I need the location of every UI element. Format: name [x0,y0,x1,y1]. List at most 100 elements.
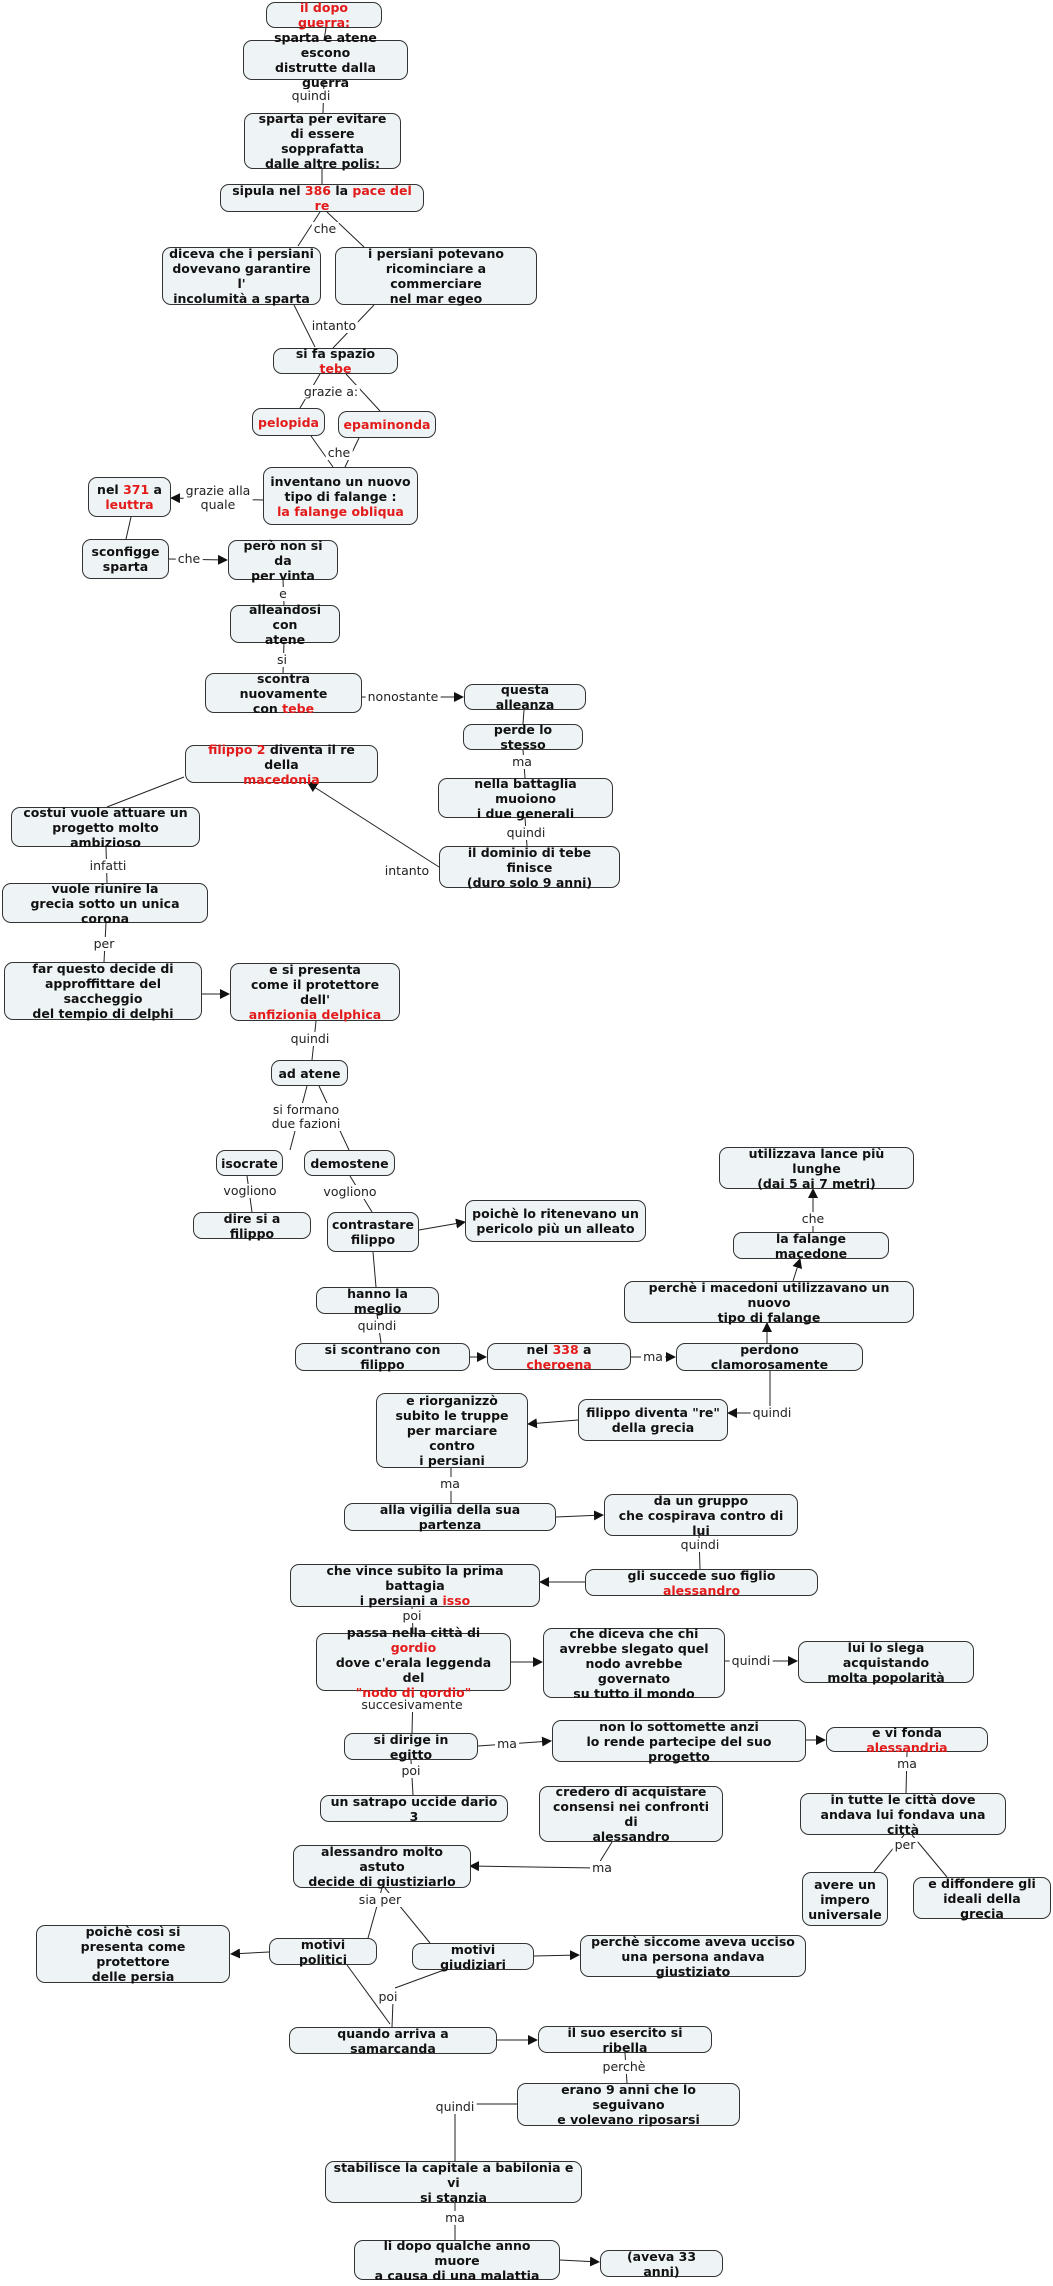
concept-node: perdono clamorosamente [676,1342,863,1372]
node-text: nel 371 a leuttra [97,482,162,512]
concept-node: motivi giudiziari [412,1942,534,1972]
node-text-segment: dove c'erala leggenda del [335,1654,492,1685]
node-text-segment: hanno la meglio [347,1285,408,1316]
concept-node: alla vigilia della sua partenza [344,1502,556,1532]
concept-node: perde lo stesso [463,722,583,752]
node-text-segment: diceva che i persiani dovevano garantire… [169,246,314,306]
node-text: (aveva 33 anni) [607,2249,716,2279]
node-text-segment: scontra nuovamente con [239,670,328,716]
link-label: ma [590,1860,614,1875]
node-text: si scontrano con filippo [302,1342,463,1372]
concept-node: nel 371 a leuttra [88,477,171,517]
link-label: succesivamente [359,1697,465,1712]
node-text: sconfigge sparta [92,544,160,574]
concept-node: un satrapo uccide dario 3 [320,1794,508,1824]
concept-node: i persiani potevano ricominciare a comme… [335,246,537,306]
concept-node: da un gruppo che cospirava contro di lui [604,1493,798,1538]
node-text: ad atene [279,1066,341,1081]
node-text-segment: il suo esercito si ribella [567,2024,683,2055]
node-text-segment: contrastare filippo [332,1217,414,1247]
concept-node: isocrate [216,1150,283,1176]
node-text-segment: stabilisce la capitale a babilonia e vi … [333,2159,574,2205]
concept-node: filippo diventa "re" della grecia [578,1399,728,1441]
node-text: e diffondere gli ideali della grecia [920,1876,1044,1921]
node-text-segment: nel [97,482,124,497]
concept-node: pelopida [252,408,325,436]
concept-node: sparta per evitare di essere sopprafatta… [244,111,401,171]
line-connector [106,776,185,808]
node-text-segment: perde lo stesso [493,722,553,752]
node-text: epaminonda [344,417,431,432]
node-text-segment: motivi politici [298,1936,348,1967]
concept-node: il dopo guerra: [266,0,382,30]
highlighted-term: anfizionia delphica [248,1007,382,1022]
node-text: da un gruppo che cospirava contro di lui [611,1493,791,1538]
highlighted-term: tebe [282,700,315,716]
link-label: quindi [504,825,548,840]
node-text: motivi giudiziari [419,1942,527,1972]
node-text-segment: alla vigilia della sua partenza [379,1502,521,1532]
link-label: infatti [87,858,129,873]
node-text-segment: non lo sottomette anzi lo rende partecip… [586,1718,772,1764]
concept-node: si dirige in egitto [344,1732,478,1762]
node-text-segment: e diffondere gli ideali della grecia [928,1875,1036,1921]
node-text-segment: demostene [310,1155,389,1171]
link-label: nonostante [365,689,441,704]
link-label: grazie alla quale [183,483,253,512]
link-label: si [275,652,289,667]
node-text: quando arriva a samarcanda [296,2026,490,2056]
node-text-segment: e vi fonda [872,1724,942,1740]
node-text: che vince subito la prima battagia i per… [297,1563,533,1608]
concept-node: costui vuole attuare un progetto molto a… [11,805,200,850]
concept-node: si fa spazio tebe [273,346,398,376]
link-label: ma [641,1349,665,1364]
node-text: e vi fonda alessandria [833,1725,981,1755]
highlighted-term: cheroena [526,1356,592,1372]
concept-node: vuole riunire la grecia sotto un unica c… [2,881,208,926]
link-label: vogliono [321,1184,379,1199]
line-connector [326,211,365,248]
link-label: ma [510,754,534,769]
node-text: non lo sottomette anzi lo rende partecip… [559,1719,799,1764]
node-text: però non si da per vinta [235,538,331,583]
concept-node: non lo sottomette anzi lo rende partecip… [552,1719,806,1764]
concept-node: che vince subito la prima battagia i per… [290,1563,540,1608]
node-text: e riorganizzò subito le truppe per marci… [383,1393,521,1468]
line-connector [323,27,327,41]
arrow-connector [555,1510,604,1521]
link-label: che [325,445,353,460]
concept-node: poichè così si presenta come protettore … [36,1924,230,1984]
node-text: si dirige in egitto [351,1732,471,1762]
node-text: filippo diventa "re" della grecia [586,1405,720,1435]
node-text-segment: che diceva che chi avrebbe slegato quel … [559,1625,709,1701]
node-text-segment: in tutte le città dove andava lui fondav… [820,1791,986,1837]
concept-node: lui lo slega acquistando molta popolarit… [798,1639,974,1685]
link-label: quindi [288,1031,332,1046]
highlighted-term: il dopo guerra: [297,0,351,30]
concept-node: epaminonda [338,411,436,438]
link-label: ma [443,2210,467,2225]
node-text: alessandro molto astuto decide di giusti… [300,1844,464,1889]
concept-node: però non si da per vinta [228,538,338,583]
node-text-segment: lui lo slega acquistando molta popolarit… [827,1639,945,1685]
link-label: vogliono [221,1183,279,1198]
node-text: contrastare filippo [332,1217,414,1247]
node-text: che diceva che chi avrebbe slegato quel … [550,1626,718,1701]
node-text: perde lo stesso [470,722,576,752]
node-text: utilizzava lance più lunghe (dai 5 ai 7 … [726,1146,907,1191]
concept-node: erano 9 anni che lo seguivano e volevano… [517,2082,740,2127]
node-text-segment: sparta e atene escono distrutte dalla gu… [274,30,377,90]
node-text: sparta e atene escono distrutte dalla gu… [250,30,401,90]
node-text: nel 338 a cheroena [494,1342,624,1372]
concept-node: nel 338 a cheroena [487,1342,631,1372]
node-text: il suo esercito si ribella [545,2025,705,2055]
highlighted-term: pelopida [258,414,319,430]
concept-node: contrastare filippo [327,1212,419,1252]
node-text: il dopo guerra: [273,0,375,30]
node-text-segment: credero di acquistare consensi nei confr… [552,1784,710,1844]
node-text-segment: utilizzava lance più lunghe (dai 5 ai 7 … [748,1145,885,1191]
node-text: avere un impero universale [808,1877,882,1922]
node-text-segment: quando arriva a samarcanda [337,2025,449,2056]
highlighted-term: macedonia [243,771,320,787]
concept-node: il suo esercito si ribella [538,2025,712,2055]
